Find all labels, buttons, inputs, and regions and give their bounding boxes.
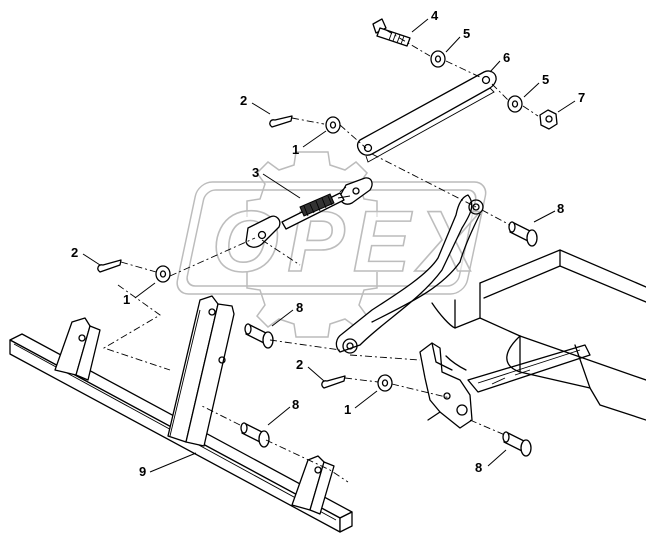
callout-5b: 5 (542, 72, 549, 87)
bar-bracket-center (167, 295, 235, 447)
mounting-bracket (419, 342, 473, 429)
turnbuckle (245, 177, 373, 248)
washers-part-1 (155, 116, 393, 392)
callout-2: 2 (240, 93, 247, 108)
callout-1b: 1 (123, 292, 130, 307)
callout-8c: 8 (292, 397, 299, 412)
callout-2b: 2 (71, 245, 78, 260)
callout-1: 1 (292, 142, 299, 157)
washers-part-5 (430, 50, 523, 113)
callouts: 4 5 6 5 7 2 1 3 8 2 1 8 2 1 8 8 9 (71, 8, 585, 479)
callout-8b: 8 (296, 300, 303, 315)
callout-3: 3 (252, 165, 259, 180)
cotter-pins (97, 115, 346, 389)
callout-8: 8 (557, 201, 564, 216)
bar-bracket-left (54, 317, 101, 381)
callout-leaders (82, 18, 576, 473)
callout-7: 7 (578, 90, 585, 105)
callout-4: 4 (431, 8, 439, 23)
callout-6: 6 (503, 50, 510, 65)
callout-1c: 1 (344, 402, 351, 417)
callout-9: 9 (139, 464, 146, 479)
main-frame (431, 249, 646, 421)
nut (539, 109, 558, 130)
watermark-frame (176, 181, 487, 295)
callout-8d: 8 (475, 460, 482, 475)
strap-bar (356, 70, 497, 163)
alignment-lines (102, 29, 539, 483)
watermark-frame-inner (186, 189, 477, 287)
bar-bracket-right (291, 455, 335, 515)
pins-part-8 (240, 221, 538, 457)
callout-2c: 2 (296, 357, 303, 372)
bolt (372, 18, 411, 47)
callout-5: 5 (463, 26, 470, 41)
lift-arm (335, 194, 484, 354)
gear-watermark-icon (246, 151, 378, 338)
